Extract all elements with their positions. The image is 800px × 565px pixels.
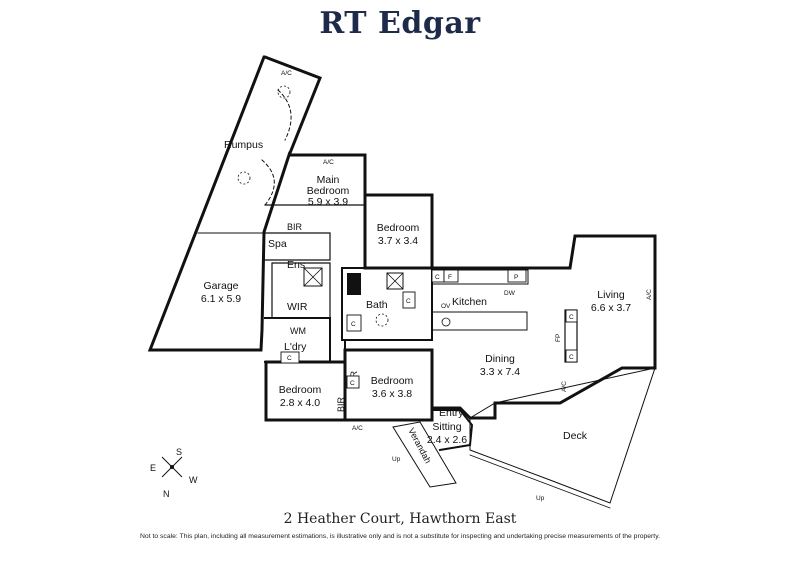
deck-outline (469, 367, 656, 504)
label-spa: Spa (268, 238, 287, 250)
label-living-dims: 6.6 x 3.7 (591, 302, 631, 314)
label-bedroom-c: Bedroom (371, 375, 414, 387)
label-up-verandah: Up (392, 456, 401, 463)
wall-entry (431, 409, 474, 452)
label-c-living-2: C (569, 354, 574, 361)
brand-logo: RT Edgar (319, 6, 481, 41)
property-address: 2 Heather Court, Hawthorn East (283, 511, 517, 527)
label-wm: WM (290, 326, 306, 336)
label-ac-living: A/C (646, 289, 653, 300)
label-c-living-1: C (569, 314, 574, 321)
compass-e: E (150, 463, 156, 473)
fridge-block (347, 273, 361, 295)
label-entry: Entry (439, 407, 464, 419)
label-living: Living (597, 289, 625, 301)
label-bedroom-b-dims: 2.8 x 4.0 (280, 397, 320, 409)
label-rumpus: Rumpus (224, 139, 263, 151)
label-c-laundry: C (287, 355, 292, 362)
compass-n: N (163, 489, 170, 499)
wall-bedroom-c (343, 348, 434, 422)
verandah-outline (392, 421, 457, 488)
label-dining: Dining (485, 353, 515, 365)
label-wir: WIR (287, 301, 308, 313)
label-bath: Bath (366, 299, 388, 311)
label-garage-dims: 6.1 x 5.9 (201, 293, 241, 305)
compass-w: W (189, 475, 198, 485)
label-main-bedroom-dims: 5.9 x 3.9 (308, 196, 348, 208)
label-garage: Garage (203, 280, 238, 292)
label-deck: Deck (563, 430, 588, 442)
label-kitchen: Kitchen (452, 296, 487, 308)
wall-main-living (430, 234, 657, 420)
compass-s: S (176, 447, 182, 457)
label-ov: OV (441, 303, 451, 310)
label-bir-bedroom-b: BIR (336, 396, 346, 412)
label-bedroom-b: Bedroom (279, 384, 322, 396)
label-p-kitchen: P (514, 274, 518, 281)
label-laundry: L'dry (284, 341, 307, 353)
label-bedroom-c-dims: 3.6 x 3.8 (372, 388, 412, 400)
label-ac-bedroom-c: A/C (352, 425, 363, 432)
label-ens: Ens (287, 259, 305, 271)
label-up-deck: Up (536, 495, 545, 502)
label-sitting-dims: 2.4 x 2.6 (427, 434, 467, 446)
label-fp: FP (555, 334, 562, 342)
disclaimer-text: Not to scale: This plan, including all m… (140, 533, 660, 540)
label-bedroom-a-dims: 3.7 x 3.4 (378, 235, 418, 247)
label-main-bedroom-2: Bedroom (307, 185, 350, 197)
label-ac-main-bedroom: A/C (323, 159, 334, 166)
label-main-bedroom-1: Main (317, 174, 340, 186)
label-c-kitchen: C (435, 274, 440, 281)
compass-icon: S E W N (150, 447, 198, 499)
label-c-bath-2: C (406, 298, 411, 305)
wall-rumpus-garage-outline (147, 55, 322, 352)
label-c-bedroom-c: C (350, 380, 355, 387)
label-f-kitchen: F (448, 274, 452, 281)
label-sitting: Sitting (432, 421, 461, 433)
label-dw: DW (504, 290, 516, 297)
label-c-bath-1: C (351, 321, 356, 328)
label-ac-dining: A/C (561, 381, 568, 392)
label-ac-rumpus: A/C (281, 70, 292, 77)
label-bir-main: BIR (287, 222, 303, 232)
label-dining-dims: 3.3 x 7.4 (480, 366, 520, 378)
label-bedroom-a: Bedroom (377, 222, 420, 234)
